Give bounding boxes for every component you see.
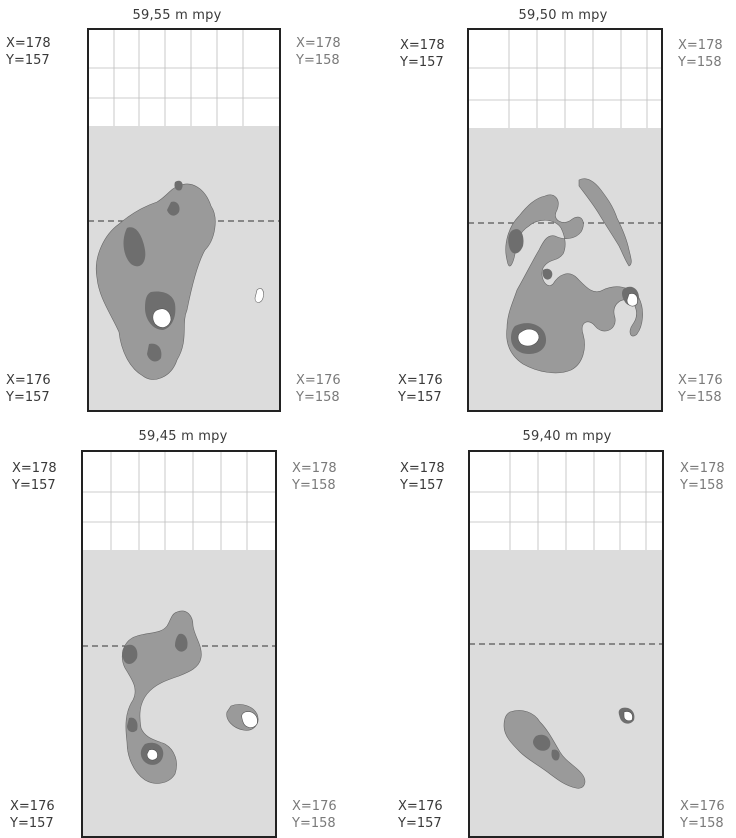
- plot-border: [467, 28, 663, 412]
- y-coordinate-label: Y=158: [678, 390, 722, 405]
- x-coordinate-label: X=178: [678, 38, 723, 53]
- contour-dark: [147, 343, 162, 362]
- corner-label-bottom-right: X=176 Y=158: [296, 372, 341, 406]
- x-coordinate-label: X=176: [398, 799, 443, 814]
- contour-white: [152, 308, 172, 328]
- excavation-plan-plot: [468, 450, 664, 838]
- panel-title: 59,40 m mpy: [522, 429, 612, 444]
- contour-white: [254, 288, 264, 303]
- x-coordinate-label: X=176: [292, 799, 337, 814]
- excavation-plan-plot: [81, 450, 277, 838]
- panel-title: 59,45 m mpy: [138, 429, 228, 444]
- y-coordinate-label: Y=158: [680, 478, 724, 493]
- contour-dark: [174, 180, 183, 191]
- x-coordinate-label: X=176: [296, 373, 341, 388]
- x-coordinate-label: X=176: [680, 799, 725, 814]
- corner-label-bottom-right: X=176 Y=158: [292, 798, 337, 832]
- corner-label-top-right: X=178 Y=158: [296, 35, 341, 69]
- x-coordinate-label: X=178: [292, 461, 337, 476]
- x-coordinate-label: X=176: [10, 799, 55, 814]
- y-coordinate-label: Y=158: [680, 816, 724, 831]
- contour-dark: [167, 201, 180, 216]
- corner-label-bottom-right: X=176 Y=158: [680, 798, 725, 832]
- contour-dark: [551, 749, 560, 761]
- corner-label-bottom-left: X=176 Y=157: [6, 372, 51, 406]
- y-coordinate-label: Y=157: [6, 390, 50, 405]
- y-coordinate-label: Y=158: [296, 390, 340, 405]
- contour-white: [241, 711, 258, 728]
- corner-label-top-left: X=178 Y=157: [12, 460, 57, 494]
- corner-label-bottom-left: X=176 Y=157: [398, 372, 443, 406]
- contour-mid: [578, 178, 632, 267]
- contour-dark: [122, 644, 138, 664]
- x-coordinate-label: X=176: [6, 373, 51, 388]
- y-coordinate-label: Y=157: [398, 816, 442, 831]
- y-coordinate-label: Y=158: [292, 478, 336, 493]
- y-coordinate-label: Y=157: [400, 478, 444, 493]
- excavated-area-fill: [82, 550, 276, 837]
- y-coordinate-label: Y=158: [292, 816, 336, 831]
- y-coordinate-label: Y=157: [6, 53, 50, 68]
- contour-dark: [123, 227, 146, 267]
- y-coordinate-label: Y=157: [10, 816, 54, 831]
- corner-label-top-left: X=178 Y=157: [6, 35, 51, 69]
- grid-lines: [82, 451, 276, 550]
- corner-label-top-left: X=178 Y=157: [400, 460, 445, 494]
- x-coordinate-label: X=178: [12, 461, 57, 476]
- contour-white: [146, 749, 158, 761]
- x-coordinate-label: X=178: [400, 461, 445, 476]
- y-coordinate-label: Y=157: [400, 55, 444, 70]
- x-coordinate-label: X=176: [678, 373, 723, 388]
- contour-dark: [533, 734, 551, 751]
- y-coordinate-label: Y=158: [296, 53, 340, 68]
- excavation-plan-plot: [87, 28, 281, 412]
- y-coordinate-label: Y=158: [678, 55, 722, 70]
- plot-border: [468, 450, 664, 838]
- x-coordinate-label: X=176: [398, 373, 443, 388]
- corner-label-bottom-left: X=176 Y=157: [10, 798, 55, 832]
- plot-border: [81, 450, 277, 838]
- excavated-area-fill: [469, 550, 663, 837]
- grid-lines: [88, 29, 280, 126]
- panel-title: 59,55 m mpy: [132, 8, 222, 23]
- contour-mid: [122, 610, 202, 784]
- x-coordinate-label: X=178: [400, 38, 445, 53]
- contour-white: [626, 293, 638, 307]
- corner-label-bottom-left: X=176 Y=157: [398, 798, 443, 832]
- corner-label-top-right: X=178 Y=158: [680, 460, 725, 494]
- y-coordinate-label: Y=157: [398, 390, 442, 405]
- x-coordinate-label: X=178: [680, 461, 725, 476]
- contour-dark: [127, 717, 138, 733]
- grid-lines: [468, 29, 662, 128]
- corner-label-top-right: X=178 Y=158: [678, 37, 723, 71]
- contour-white: [623, 711, 633, 722]
- y-coordinate-label: Y=157: [12, 478, 56, 493]
- panel-title: 59,50 m mpy: [518, 8, 608, 23]
- corner-label-bottom-right: X=176 Y=158: [678, 372, 723, 406]
- corner-label-top-right: X=178 Y=158: [292, 460, 337, 494]
- x-coordinate-label: X=178: [296, 36, 341, 51]
- plot-border: [87, 28, 281, 412]
- grid-lines: [469, 451, 663, 550]
- corner-label-top-left: X=178 Y=157: [400, 37, 445, 71]
- contour-dark: [175, 633, 188, 652]
- excavation-plan-plot: [467, 28, 663, 412]
- contour-white: [517, 328, 540, 347]
- contour-dark: [508, 229, 524, 254]
- x-coordinate-label: X=178: [6, 36, 51, 51]
- contour-dark: [542, 268, 553, 280]
